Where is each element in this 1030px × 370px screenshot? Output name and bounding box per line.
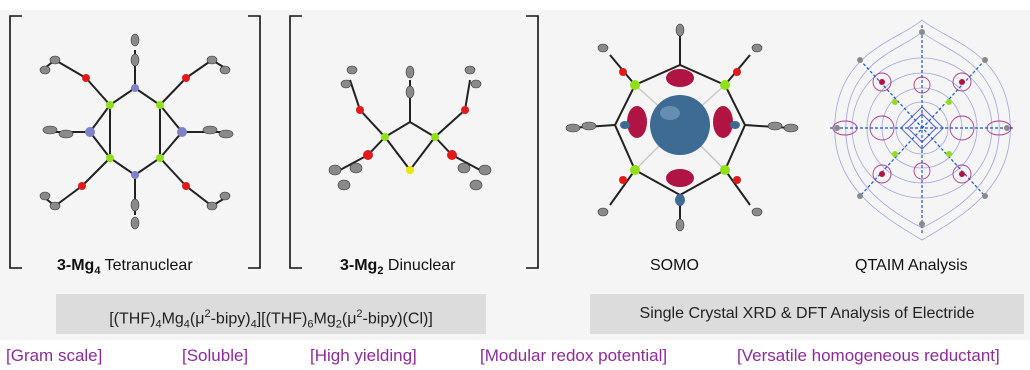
qtaim-contour-map — [830, 19, 1015, 241]
somo-panel: SOMO — [555, 10, 805, 280]
dinuclear-formula: 3-Mg2 — [340, 257, 384, 278]
tag-high-yielding: [High yielding] — [310, 346, 417, 365]
tag-versatile-reductant: [Versatile homogeneous reductant] — [737, 346, 1000, 365]
tetranuclear-bracket — [9, 15, 261, 269]
qtaim-caption: QTAIM Analysis — [855, 257, 968, 274]
tag-gram-scale: [Gram scale] — [6, 346, 103, 365]
qtaim-panel: QTAIM Analysis — [815, 10, 1030, 280]
tetranuclear-structure-panel: 3-Mg4 Tetranuclear — [0, 10, 270, 280]
analysis-box: Single Crystal XRD & DFT Analysis of Ele… — [590, 294, 1024, 334]
tetranuclear-caption: 3-Mg4 Tetranuclear — [57, 257, 193, 277]
dinuclear-molecule — [328, 65, 492, 191]
formula-box: [(THF)4Mg4(μ2-bipy)4][(THF)6Mg2(μ2-bipy)… — [56, 294, 486, 334]
tag-modular-redox: [Modular redox potential] — [480, 346, 668, 365]
dinuclear-label: Dinuclear — [387, 257, 456, 274]
tetranuclear-label: Tetranuclear — [104, 257, 193, 274]
tetranuclear-formula: 3-Mg4 — [57, 257, 101, 278]
dinuclear-bracket — [289, 15, 539, 269]
dinuclear-caption: 3-Mg2 Dinuclear — [340, 257, 456, 277]
tetranuclear-molecule — [39, 33, 234, 230]
dinuclear-structure-panel: 3-Mg2 Dinuclear — [280, 10, 550, 280]
tag-soluble: [Soluble] — [182, 346, 249, 365]
somo-caption: SOMO — [650, 257, 699, 274]
somo-orbital-image — [565, 23, 799, 232]
